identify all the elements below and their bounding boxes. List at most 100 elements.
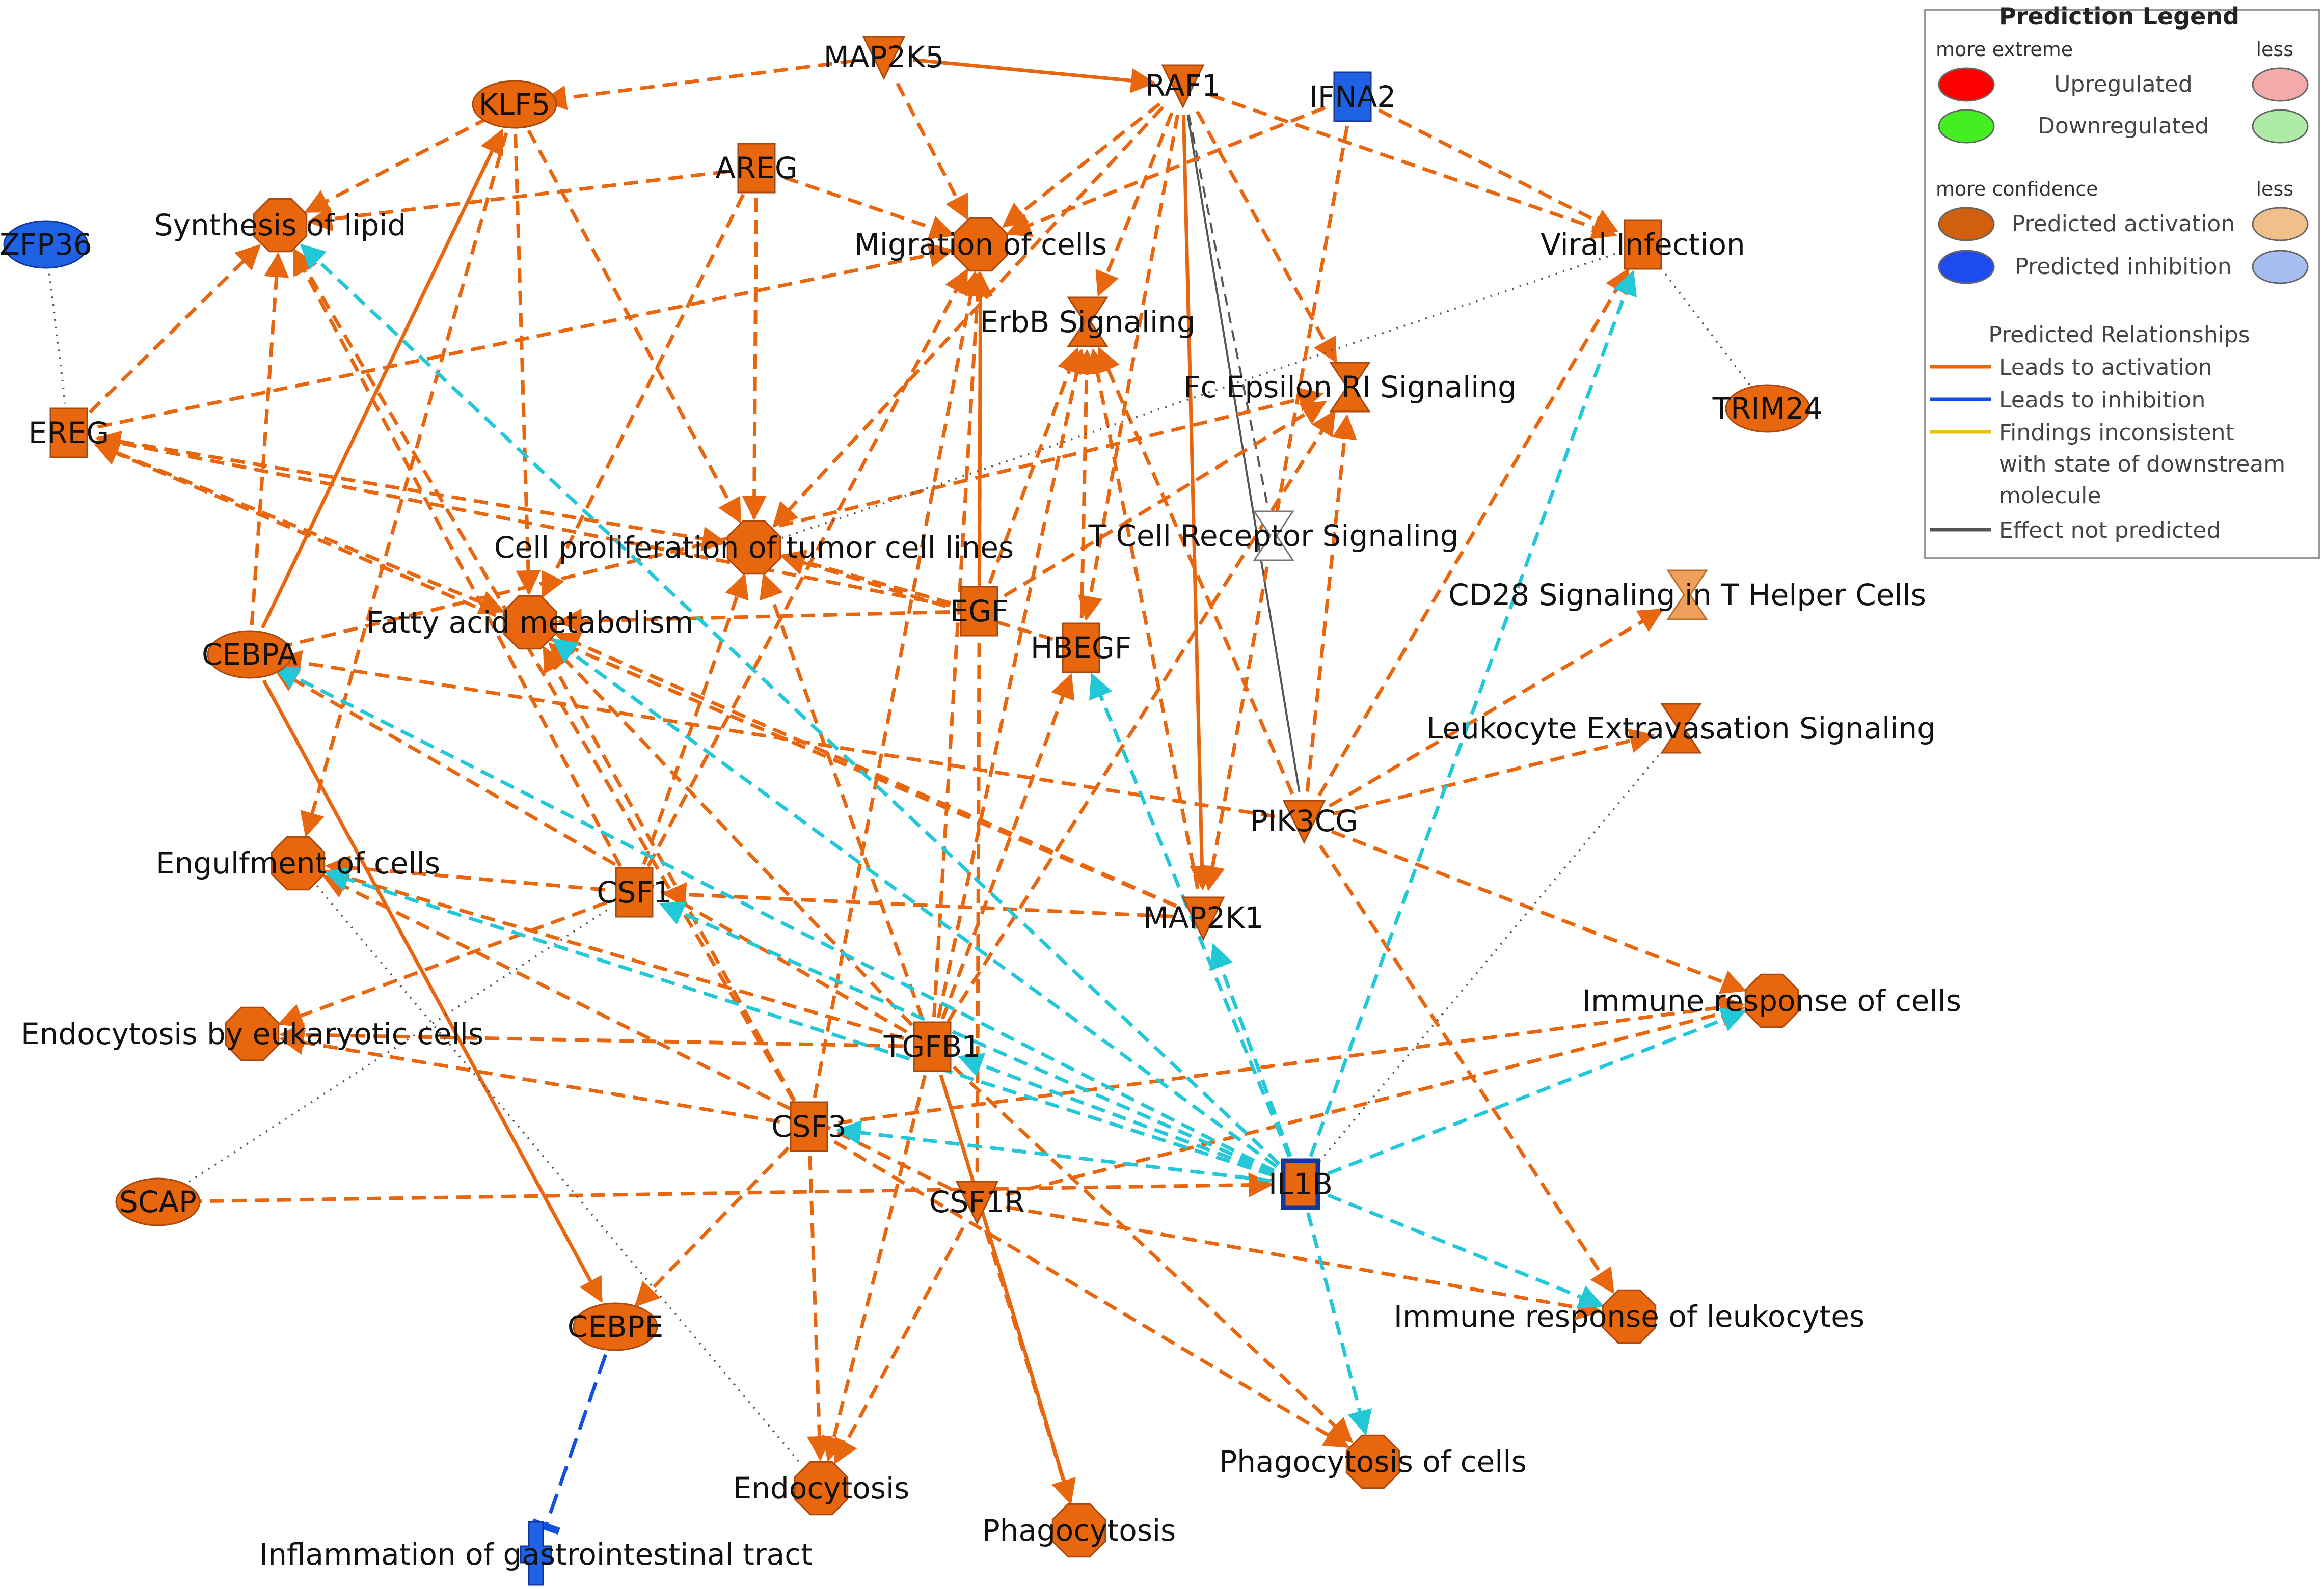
node-csf1r[interactable]: CSF1R [929, 1181, 1025, 1225]
node-label-csf1r: CSF1R [929, 1185, 1025, 1219]
node-shape-cd28 [1666, 569, 1708, 620]
legend-more-extreme: more extreme [1936, 38, 2073, 61]
node-shape-scap [115, 1177, 201, 1226]
edge-map2k1-to-ereg [93, 442, 1177, 908]
edge-csf3-to-cebpe [634, 1146, 790, 1307]
node-immune_cells[interactable]: Immune response of cells [1582, 973, 1961, 1028]
edge-csf1r-to-immune_cells [1005, 1001, 1746, 1197]
node-map2k1[interactable]: MAP2K1 [1143, 896, 1264, 941]
edge-klf5-to-cell_prolif [527, 129, 742, 524]
node-shape-migration [953, 217, 1008, 272]
node-label-pik3cg: PIK3CG [1250, 804, 1358, 838]
edge-ifna2-to-map2k1 [1200, 125, 1349, 891]
node-areg[interactable]: AREG [715, 143, 798, 194]
node-synthesis_lipid[interactable]: Synthesis of lipid [154, 198, 406, 253]
edge-csf3-to-endocytosis [807, 1156, 832, 1461]
node-label-endocytosis: Endocytosis [733, 1471, 910, 1505]
node-egf[interactable]: EGF [950, 586, 1009, 637]
node-shape-csf1 [615, 867, 654, 918]
node-tcr[interactable]: T Cell Receptor Signaling [1088, 510, 1459, 561]
edge-il1b-to-cebpa [274, 666, 1275, 1173]
edge-csf3-to-migration [813, 271, 983, 1098]
edge-raf1-to-tcr [1187, 114, 1269, 507]
node-fatty_acid[interactable]: Fatty acid metabolism [366, 595, 693, 650]
node-shape-fc_epsilon [1329, 362, 1371, 413]
node-phagocytosis_cells[interactable]: Phagocytosis of cells [1219, 1434, 1527, 1489]
node-klf5[interactable]: KLF5 [472, 80, 557, 129]
node-phagocytosis[interactable]: Phagocytosis [982, 1503, 1176, 1558]
edge-il1b-to-phagocytosis_cells [1306, 1212, 1372, 1436]
node-shape-egf [960, 586, 998, 637]
node-shape-pik3cg [1282, 800, 1326, 844]
node-shape-leukocyte_extrav [1660, 703, 1702, 754]
node-shape-tcr [1253, 510, 1294, 561]
edge-pik3cg-to-leukocyte_extrav [1332, 728, 1655, 816]
edge-egf-to-erbb [988, 347, 1082, 584]
node-label-tcr: T Cell Receptor Signaling [1088, 518, 1459, 553]
edge-pik3cg-to-fc_epsilon [1305, 414, 1357, 792]
node-shape-csf1r [955, 1181, 999, 1225]
edge-pik3cg-to-immune_leuk [1318, 844, 1615, 1294]
node-cebpa[interactable]: CEBPA [202, 630, 298, 679]
node-csf1[interactable]: CSF1 [597, 867, 672, 918]
node-label-il1b: IL1B [1268, 1167, 1333, 1201]
edge-raf1-to-erbb [1095, 112, 1174, 297]
edge-ereg-to-migration [97, 242, 954, 429]
node-endocytosis_euk[interactable]: Endocytosis by eukaryotic cells [21, 1006, 483, 1061]
edge-csf1-to-endocytosis_euk [277, 900, 607, 1028]
legend-less-1: less [2256, 38, 2293, 61]
node-pik3cg[interactable]: PIK3CG [1250, 800, 1358, 844]
swatch-upregulated-light [2252, 67, 2309, 102]
node-scap[interactable]: SCAP [115, 1177, 201, 1226]
node-viral_infection[interactable]: Viral Infection [1541, 219, 1745, 270]
node-endocytosis[interactable]: Endocytosis [733, 1461, 910, 1516]
swatch-activation-strong [1938, 207, 1995, 241]
legend-predicted-activation: Predicted activation [2012, 211, 2235, 237]
node-zfp36[interactable]: ZFP36 [0, 220, 92, 269]
swatch-upregulated-strong [1938, 67, 1995, 102]
node-ifna2[interactable]: IFNA2 [1309, 71, 1396, 122]
node-migration[interactable]: Migration of cells [854, 217, 1107, 272]
node-shape-synthesis_lipid [253, 198, 308, 253]
edge-areg-to-synthesis_lipid [307, 170, 727, 232]
node-ereg[interactable]: EREG [29, 407, 110, 458]
node-immune_leuk[interactable]: Immune response of leukocytes [1394, 1289, 1864, 1344]
node-map2k5[interactable]: MAP2K5 [824, 36, 944, 80]
node-shape-inflammation_gi [520, 1521, 552, 1586]
node-label-synthesis_lipid: Synthesis of lipid [154, 208, 406, 242]
edge-hbegf-to-erbb [1074, 349, 1099, 619]
node-leukocyte_extrav[interactable]: Leukocyte Extravasation Signaling [1426, 703, 1936, 754]
node-label-trim24: TRIM24 [1712, 391, 1823, 426]
edge-csf3-to-endocytosis_euk [279, 1030, 780, 1124]
node-shape-viral_infection [1624, 219, 1662, 270]
edge-raf1-to-migration [1002, 102, 1161, 228]
node-fc_epsilon[interactable]: Fc Epsilon RI Signaling [1183, 362, 1517, 413]
legend-effect-not-predicted: Effect not predicted [1999, 517, 2221, 543]
node-shape-tgfb1 [913, 1021, 952, 1072]
node-shape-immune_cells [1744, 973, 1799, 1028]
node-tgfb1[interactable]: TGFB1 [883, 1021, 981, 1072]
node-shape-ifna2 [1333, 71, 1372, 122]
legend-box [1924, 9, 2320, 559]
node-hbegf[interactable]: HBEGF [1031, 622, 1131, 673]
node-cebpe[interactable]: CEBPE [568, 1302, 664, 1351]
node-raf1[interactable]: RAF1 [1145, 64, 1221, 109]
node-erbb[interactable]: ErbB Signaling [980, 296, 1196, 347]
node-csf3[interactable]: CSF3 [771, 1101, 847, 1152]
edges-layer [48, 58, 1751, 1535]
legend-inconsistent-2: with state of downstream [1999, 451, 2285, 477]
node-engulfment[interactable]: Engulfment of cells [156, 836, 440, 891]
edge-raf1-to-fc_epsilon [1196, 111, 1337, 364]
node-label-inflammation_gi: Inflammation of gastrointestinal tract [259, 1537, 813, 1572]
edge-scap-to-il1b [187, 1172, 1274, 1203]
node-label-engulfment: Engulfment of cells [156, 846, 440, 881]
node-inflammation_gi[interactable]: Inflammation of gastrointestinal tract [259, 1521, 813, 1586]
node-label-cebpa: CEBPA [202, 637, 298, 672]
node-shape-map2k5 [862, 36, 906, 80]
node-cd28[interactable]: CD28 Signaling in T Helper Cells [1448, 569, 1926, 620]
node-cell_prolif[interactable]: Cell proliferation of tumor cell lines [494, 520, 1014, 575]
node-il1b[interactable]: IL1B [1268, 1158, 1333, 1210]
edge-areg-to-migration [783, 176, 955, 240]
edge-csf1r-to-migration [968, 271, 993, 1173]
node-trim24[interactable]: TRIM24 [1712, 384, 1823, 433]
